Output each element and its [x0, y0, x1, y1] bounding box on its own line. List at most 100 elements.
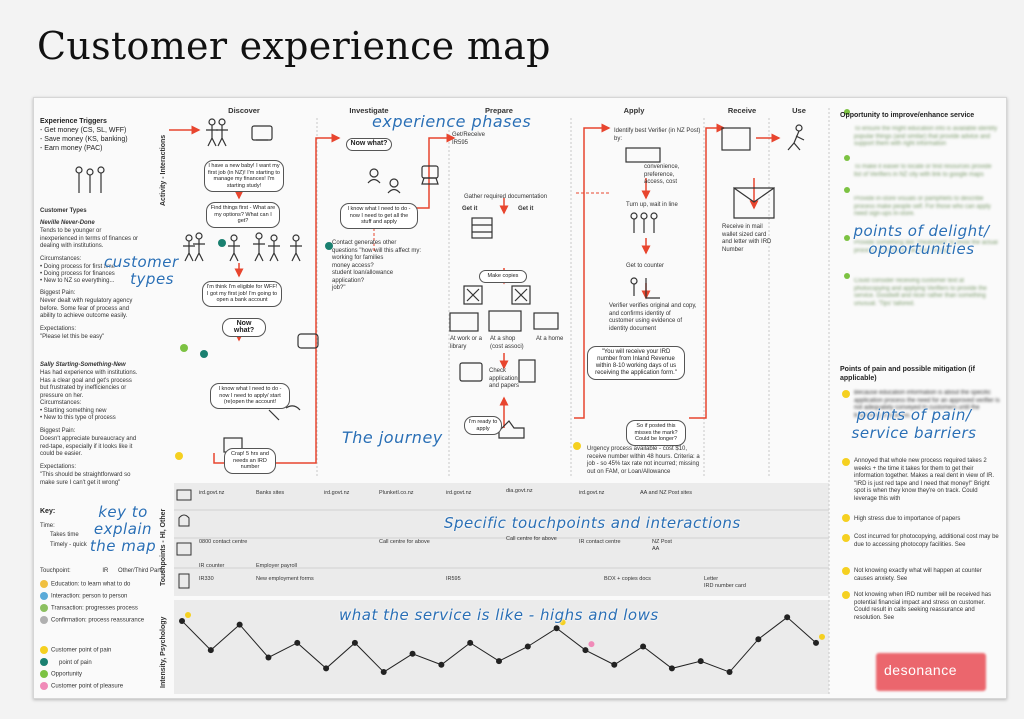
triggers-heading: Experience Triggers	[40, 118, 107, 125]
intensity-point	[236, 621, 243, 628]
key-touchpoint-hi: IR	[102, 568, 109, 574]
key-item-label: Confirmation: process reassurance	[51, 617, 145, 624]
gather-docs-label: Gather required documentation	[464, 194, 548, 200]
prepare-work-library: At work or a library	[450, 336, 483, 350]
persona-neville-circ: • Doing process for finances	[40, 271, 115, 277]
get-it-label: Get it	[462, 206, 478, 212]
key-point: point of pain	[40, 658, 92, 666]
intensity-point	[207, 647, 214, 654]
touchpoint-cell: IR counter	[199, 563, 225, 569]
key-point: Opportunity	[40, 670, 82, 678]
key-point-label: Opportunity	[51, 671, 83, 678]
touchpoint-cell: 0800 contact centre	[199, 539, 248, 545]
key-dot	[40, 616, 48, 624]
prepare-shop: At a shop (cost associ)	[490, 336, 524, 350]
intensity-point	[323, 665, 330, 672]
persona-neville-pain-label: Biggest Pain:	[40, 290, 76, 296]
touchpoint-cell: ird.govt.nz	[324, 490, 350, 496]
key-dot	[40, 580, 48, 588]
page-title: Customer experience map	[37, 24, 551, 68]
intensity-point	[668, 665, 675, 672]
phase-receive: Receive	[727, 106, 757, 115]
dashed-feedback	[373, 192, 609, 253]
touchpoint-cell: AA	[652, 546, 660, 552]
key-item: Interaction: person to person	[40, 592, 127, 600]
customer-types-heading: Customer Types	[40, 208, 87, 214]
prepare-get-receive: Get/Receive IR595	[452, 132, 486, 146]
point-markers	[175, 109, 850, 599]
intensity-point	[553, 625, 560, 632]
intensity-point	[380, 669, 387, 676]
apply-identify: Identify best Verifier (in NZ Post) by:	[614, 128, 701, 142]
touchpoint-separators	[174, 509, 829, 569]
receive-note: Receive in mail wallet sized card and le…	[722, 224, 772, 253]
annotation-journey: The journey	[342, 428, 443, 447]
phase-prepare: Prepare	[485, 106, 513, 115]
phase-investigate: Investigate	[349, 106, 389, 115]
intensity-point	[582, 647, 589, 654]
thought-bubble: I have a new baby! I want my first job (…	[204, 160, 284, 192]
persona-sally-pain: Doesn't appreciate bureaucracy and red-t…	[40, 436, 137, 457]
touchpoint-cell: PlunketI.co.nz	[379, 490, 414, 496]
thought-bubble: Make copies	[479, 270, 527, 283]
journey-diagram	[75, 108, 850, 694]
opportunity-item: Could consider receiving customer text a…	[854, 278, 987, 307]
pain-item: Because education information is about t…	[854, 390, 1000, 419]
key-dot	[40, 670, 48, 678]
get-it-label: Get it	[518, 206, 534, 212]
touchpoint-icons	[176, 489, 192, 589]
annotation-phases: experience phases	[372, 112, 532, 131]
touchpoint-cell: New employment forms	[256, 576, 314, 582]
intensity-band	[174, 600, 829, 694]
persona-sally-exp: "This should be straightforward so make …	[40, 472, 131, 486]
intensity-point	[467, 639, 474, 646]
desonance-logo-text: desonance	[884, 662, 958, 678]
apply-get-counter: Get to counter	[626, 263, 665, 269]
intensity-point	[524, 643, 531, 650]
intensity-point	[697, 658, 704, 665]
desonance-logo	[876, 653, 986, 691]
intensity-point	[265, 654, 272, 661]
intensity-curve	[179, 611, 825, 676]
annotation-touchpoints: Specific touchpoints and interactions	[444, 514, 741, 532]
touchpoint-cell: NZ Post	[652, 539, 672, 545]
intensity-point	[611, 661, 618, 668]
opportunity-item: To ensure the Right education info is av…	[854, 126, 998, 147]
persona-sally-pain-label: Biggest Pain:	[40, 428, 76, 434]
thought-bubble: Now what?	[222, 318, 266, 337]
persona-sally-circ-label: Circumstances:	[40, 400, 82, 406]
thought-bubble: "You will receive your IRD number from I…	[587, 346, 685, 380]
persona-sally-exp-label: Expectations:	[40, 464, 77, 470]
persona-sally-circ: • New to this type of process	[40, 415, 116, 421]
intensity-marker	[559, 619, 566, 626]
persona-neville-exp-label: Expectations:	[40, 326, 77, 332]
contact-note-item: working for families	[332, 255, 384, 261]
pain-item: Cost incurred for photocopying, addition…	[854, 534, 999, 548]
touchpoint-cell: Employer payroll	[256, 563, 297, 569]
persona-neville-desc: Tends to be younger or inexperienced in …	[40, 228, 139, 249]
key-point-label: Customer point of pleasure	[51, 683, 124, 690]
phase-use: Use	[792, 106, 806, 115]
key-item: Transaction: progresses process	[40, 604, 138, 612]
touchpoint-cell: Banks sites	[256, 490, 285, 496]
pain-item: Annoyed that whole new process required …	[854, 458, 995, 502]
intensity-point	[351, 639, 358, 646]
touchpoint-cell: dia.govt.nz	[506, 488, 533, 494]
opportunity-item: Provide something like 'cheatsheet' to s…	[854, 240, 998, 254]
touchpoint-cell: IR330	[199, 576, 214, 582]
contact-note-item: student loan/allowance application?	[332, 270, 394, 284]
thought-bubble: Crap! 5 hrs and needs an IRD number	[224, 448, 276, 474]
intensity-point	[813, 639, 819, 646]
touchpoint-cell: ird.govt.nz	[199, 490, 225, 496]
persona-neville-circ: • New to NZ so everything...	[40, 278, 115, 284]
pain-item: Not knowing when IRD number will be rece…	[854, 592, 992, 621]
intensity-point	[179, 617, 185, 624]
key-time-label: Time:	[40, 523, 55, 529]
intensity-point	[409, 650, 416, 657]
touchpoint-cell: BOX + copies docs	[604, 576, 651, 582]
key-dot	[40, 646, 48, 654]
thought-bubble: So if posted this misses the mark? Could…	[626, 420, 686, 446]
trigger-item: - Earn money (PAC)	[40, 145, 103, 152]
key-dot	[40, 682, 48, 690]
touchpoint-cell: Call centre for above	[379, 539, 430, 545]
